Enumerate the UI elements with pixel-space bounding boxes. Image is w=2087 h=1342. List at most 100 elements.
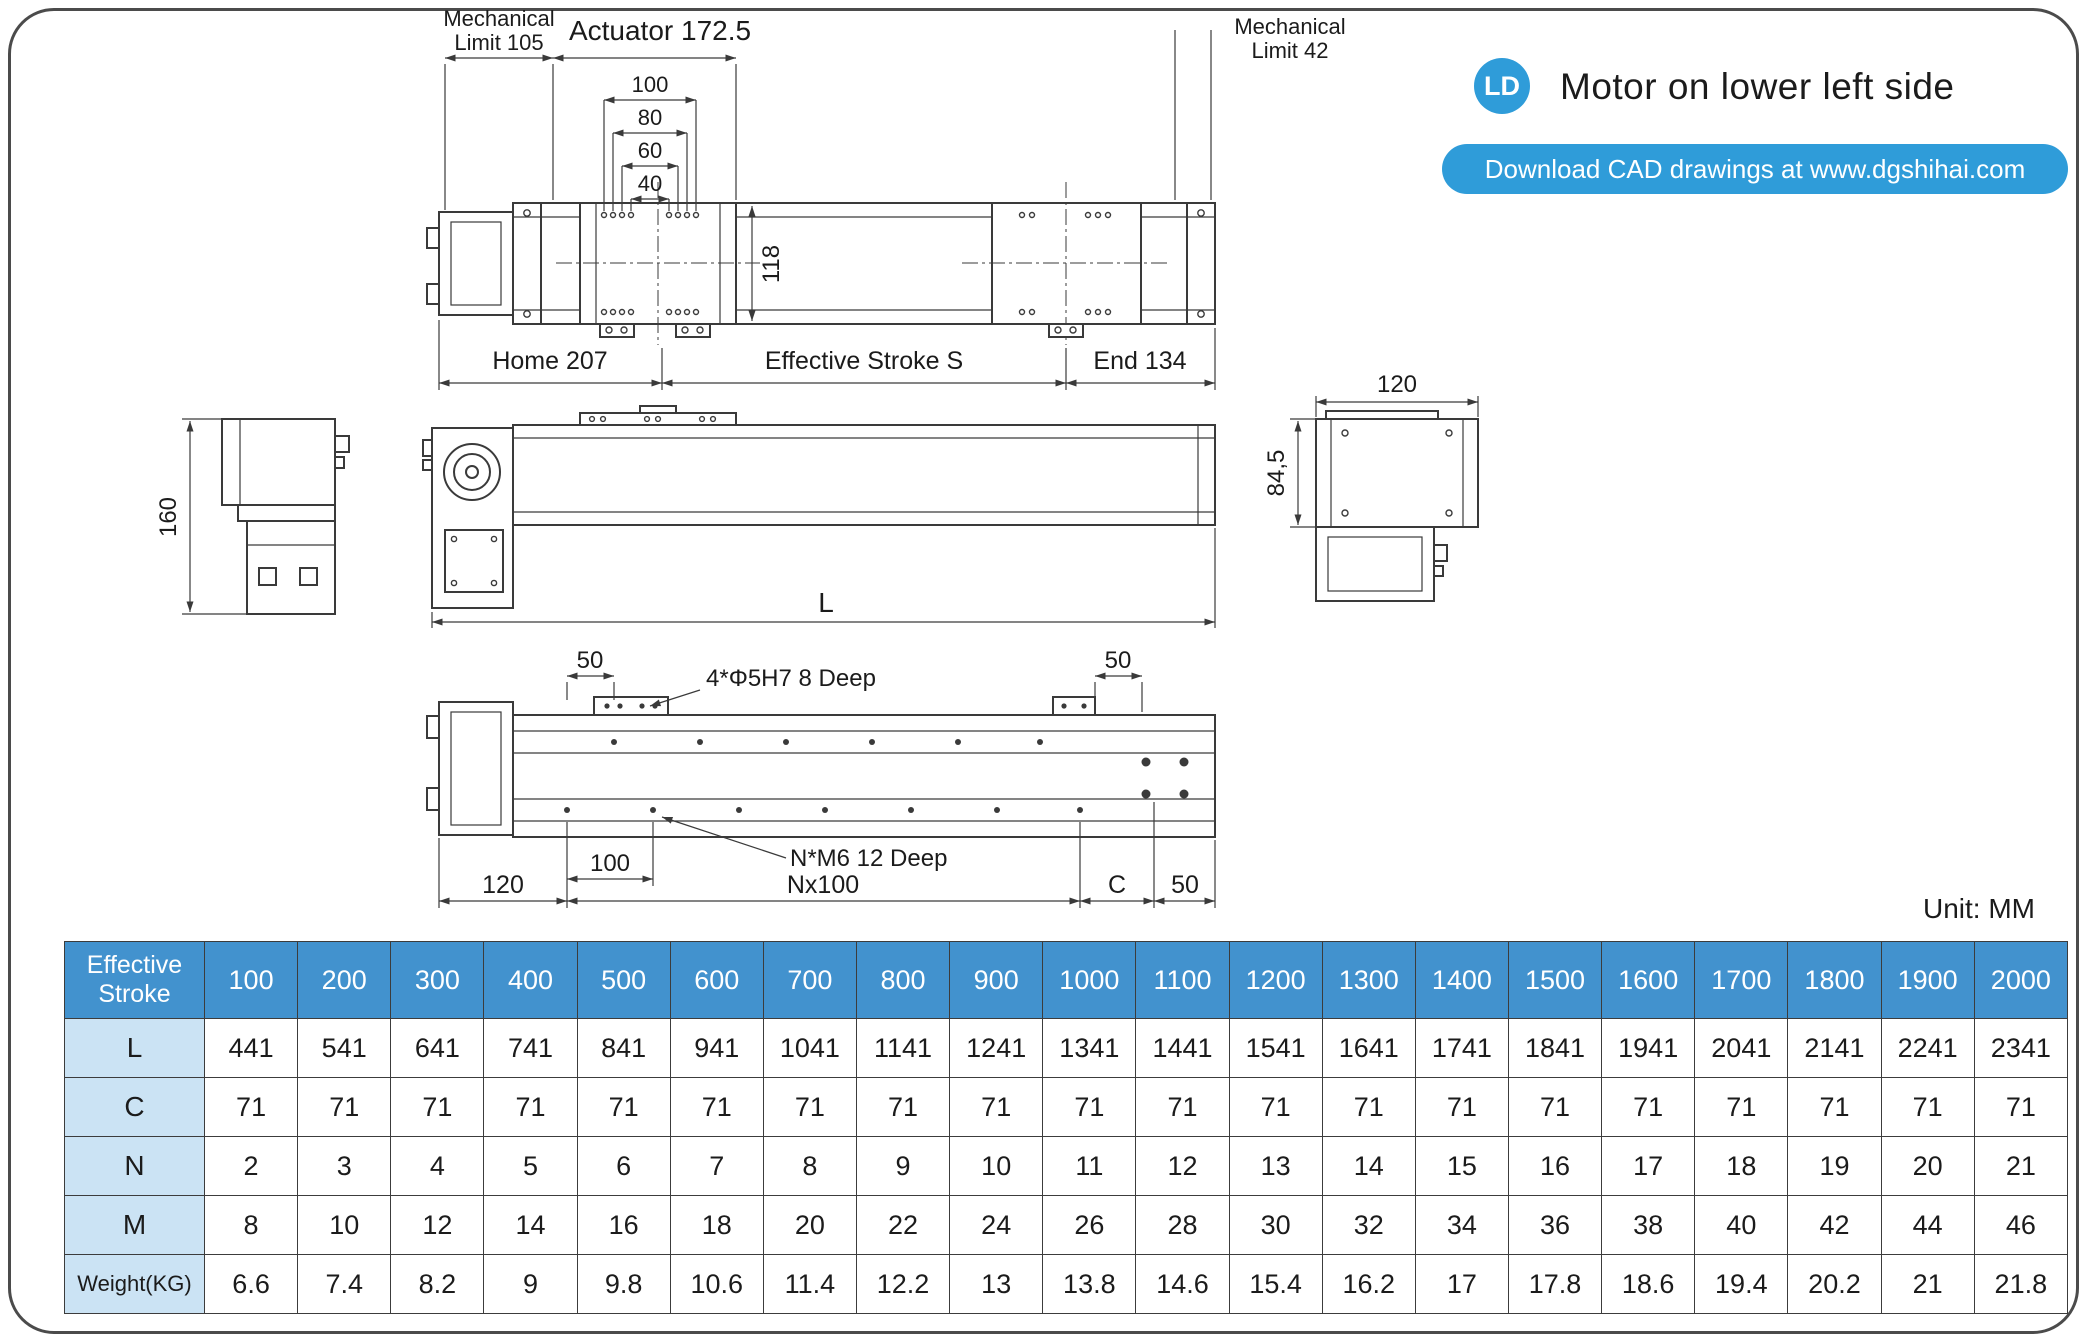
cell-M-2000: 46	[1973, 1195, 2069, 1255]
dim-home-label: Home 207	[492, 347, 607, 375]
dim-actuator-label: Actuator 172.5	[569, 15, 751, 46]
cell-Weight(KG)-700: 11.4	[762, 1254, 857, 1314]
cell-N-200: 3	[297, 1136, 392, 1196]
cell-C-1600: 71	[1601, 1077, 1696, 1137]
row-label-C: C	[64, 1077, 205, 1137]
cell-N-1600: 17	[1601, 1136, 1696, 1196]
dim-mech-limit-105-label-2: Limit 105	[454, 30, 543, 55]
cell-N-500: 6	[576, 1136, 671, 1196]
cell-Weight(KG)-1000: 13.8	[1042, 1254, 1137, 1314]
cell-N-300: 4	[390, 1136, 485, 1196]
drawing-left-end-view: 160	[155, 418, 350, 615]
cell-C-2000: 71	[1973, 1077, 2069, 1137]
cell-N-1800: 19	[1787, 1136, 1882, 1196]
cell-M-400: 14	[483, 1195, 578, 1255]
cell-N-1700: 18	[1694, 1136, 1789, 1196]
cell-L-1400: 1741	[1414, 1018, 1509, 1078]
cell-Weight(KG)-1700: 19.4	[1694, 1254, 1789, 1314]
cell-C-500: 71	[576, 1077, 671, 1137]
cell-M-200: 10	[297, 1195, 392, 1255]
cell-Weight(KG)-300: 8.2	[390, 1254, 485, 1314]
cell-Weight(KG)-1400: 17	[1414, 1254, 1509, 1314]
dim-100-label: 100	[632, 72, 669, 97]
dim-50-bottom-label: 50	[1171, 871, 1199, 899]
dim-mech-limit-105-label-1: Mechanical	[443, 6, 554, 31]
cell-L-900: 1241	[949, 1018, 1044, 1078]
cell-C-700: 71	[762, 1077, 857, 1137]
cell-N-1300: 14	[1321, 1136, 1416, 1196]
cell-C-100: 71	[203, 1077, 299, 1137]
dim-60-label: 60	[638, 138, 662, 163]
cell-L-300: 641	[390, 1018, 485, 1078]
cell-M-1500: 36	[1507, 1195, 1603, 1255]
cell-Weight(KG)-1300: 16.2	[1321, 1254, 1416, 1314]
cell-C-800: 71	[855, 1077, 951, 1137]
dim-120-bottom-label: 120	[482, 871, 524, 899]
cell-M-600: 18	[669, 1195, 764, 1255]
cell-C-1000: 71	[1042, 1077, 1137, 1137]
dim-effective-stroke-label: Effective Stroke S	[765, 347, 963, 375]
cell-L-100: 441	[203, 1018, 299, 1078]
cell-Weight(KG)-1100: 14.6	[1135, 1254, 1230, 1314]
cell-L-1200: 1541	[1228, 1018, 1323, 1078]
cell-C-1100: 71	[1135, 1077, 1230, 1137]
cell-N-100: 2	[203, 1136, 299, 1196]
row-label-N: N	[64, 1136, 205, 1196]
cell-M-1600: 38	[1601, 1195, 1696, 1255]
cell-Weight(KG)-1800: 20.2	[1787, 1254, 1882, 1314]
cell-N-1100: 12	[1135, 1136, 1230, 1196]
stroke-header-900: 900	[949, 941, 1044, 1019]
cell-C-600: 71	[669, 1077, 764, 1137]
cell-M-1800: 42	[1787, 1195, 1882, 1255]
drawing-bottom-view: 50 50 4*Φ5H7 8 Deep 100 N*M6 12 Deep 120…	[426, 647, 1216, 908]
page-title: Motor on lower left side	[1560, 66, 1955, 107]
stroke-header-2000: 2000	[1973, 941, 2069, 1019]
stroke-header-200: 200	[297, 941, 392, 1019]
cell-Weight(KG)-1200: 15.4	[1228, 1254, 1323, 1314]
stroke-header-400: 400	[483, 941, 578, 1019]
technical-drawings: Mechanical Limit 105 Actuator 172.5 100 …	[155, 6, 1479, 908]
cell-Weight(KG)-500: 9.8	[576, 1254, 671, 1314]
dim-160-label: 160	[155, 497, 182, 537]
dim-C-label: C	[1108, 871, 1126, 899]
dim-end-label: End 134	[1093, 347, 1186, 375]
stroke-header-1700: 1700	[1694, 941, 1789, 1019]
dim-mech-limit-42-label-1: Mechanical	[1234, 14, 1345, 39]
cell-C-1900: 71	[1880, 1077, 1975, 1137]
cell-Weight(KG)-2000: 21.8	[1973, 1254, 2069, 1314]
cell-C-300: 71	[390, 1077, 485, 1137]
cell-L-1000: 1341	[1042, 1018, 1137, 1078]
cell-N-400: 5	[483, 1136, 578, 1196]
dim-120-label: 120	[1377, 371, 1417, 398]
cell-M-1200: 30	[1228, 1195, 1323, 1255]
dim-84-5-label: 84,5	[1263, 450, 1290, 497]
cell-N-2000: 21	[1973, 1136, 2069, 1196]
cell-C-1500: 71	[1507, 1077, 1603, 1137]
cell-C-1300: 71	[1321, 1077, 1416, 1137]
stroke-header-1500: 1500	[1507, 941, 1603, 1019]
row-label-M: M	[64, 1195, 205, 1255]
download-cad-button[interactable]: Download CAD drawings at www.dgshihai.co…	[1442, 144, 2068, 194]
stroke-header-300: 300	[390, 941, 485, 1019]
cell-L-400: 741	[483, 1018, 578, 1078]
cell-M-1100: 28	[1135, 1195, 1230, 1255]
cell-Weight(KG)-400: 9	[483, 1254, 578, 1314]
cell-M-100: 8	[203, 1195, 299, 1255]
cell-M-1400: 34	[1414, 1195, 1509, 1255]
stroke-header-1000: 1000	[1042, 941, 1137, 1019]
stroke-header-1400: 1400	[1414, 941, 1509, 1019]
cell-Weight(KG)-1500: 17.8	[1507, 1254, 1603, 1314]
dim-nx100-label: Nx100	[787, 871, 859, 899]
drawing-top-view: Mechanical Limit 105 Actuator 172.5 100 …	[426, 6, 1346, 390]
cell-C-900: 71	[949, 1077, 1044, 1137]
hole-note-bottom-label: N*M6 12 Deep	[790, 845, 947, 872]
cell-N-1000: 11	[1042, 1136, 1137, 1196]
unit-label: Unit: MM	[1923, 893, 2035, 924]
dim-mech-limit-42-label-2: Limit 42	[1251, 38, 1328, 63]
